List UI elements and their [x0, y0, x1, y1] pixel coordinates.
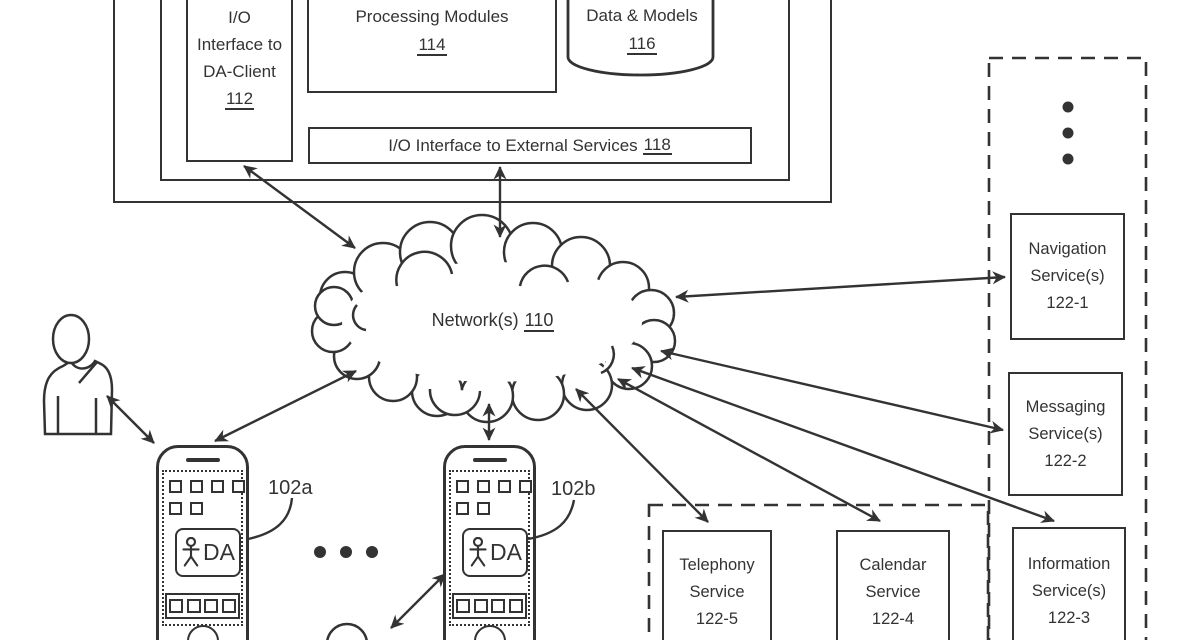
app-icon	[190, 480, 203, 493]
navigation-service-box: Navigation Service(s) 122-1	[1010, 213, 1125, 340]
phone-dock	[452, 593, 527, 619]
app-icon	[211, 480, 224, 493]
data-models-label-block: Data & Models 116	[572, 2, 712, 58]
home-button-icon	[473, 625, 506, 640]
vertical-ellipsis-icon	[1062, 101, 1074, 165]
smartphone-b: DA	[443, 445, 536, 640]
information-ref: 122-3	[1047, 608, 1091, 627]
io-interface-da-client-box: I/O Interface to DA-Client 112	[186, 0, 293, 162]
ref-118: 118	[642, 134, 672, 156]
phone-speaker-icon	[185, 458, 220, 462]
user-silhouette-icon	[42, 313, 114, 436]
ref-116: 116	[627, 34, 657, 55]
messaging-line1: Messaging	[1025, 397, 1106, 416]
external-services-dashed-panel	[987, 56, 1148, 640]
server-inner-box	[160, 0, 790, 181]
messaging-line2: Service(s)	[1028, 424, 1103, 443]
information-service-box: Information Service(s) 122-3	[1012, 527, 1126, 640]
calendar-service-box: Calendar Service 122-4	[836, 530, 950, 640]
stick-figure-icon	[182, 536, 200, 567]
app-icon	[232, 480, 245, 493]
database-cylinder-icon	[566, 0, 715, 77]
home-button-icon	[186, 625, 219, 640]
phone-b-ref-label: 102b	[551, 478, 596, 500]
app-icon	[477, 502, 490, 515]
io-da-client-line1: I/O	[228, 8, 251, 27]
io-interface-external-services-box: I/O Interface to External Services 118	[308, 127, 752, 164]
calendar-line2: Service	[865, 583, 921, 601]
dock-icon	[455, 599, 470, 613]
io-external-label: I/O Interface to External Services	[388, 135, 638, 155]
dock-icon	[204, 599, 219, 613]
telephony-line1: Telephony	[679, 556, 755, 574]
telephony-line2: Service	[689, 583, 745, 601]
dock-icon	[186, 599, 201, 613]
ref-112: 112	[224, 89, 255, 110]
ref-110: 110	[523, 310, 555, 332]
messaging-ref: 122-2	[1044, 451, 1087, 470]
dock-icon	[509, 599, 524, 613]
ref-114: 114	[417, 35, 447, 56]
user-head-icon	[326, 622, 368, 640]
network-label-block: Network(s) 110	[398, 310, 588, 332]
app-icon	[477, 480, 490, 493]
app-icon	[169, 502, 182, 515]
app-icon	[456, 480, 469, 493]
da-label-b: DA	[490, 539, 522, 565]
phone-screen: DA	[449, 470, 532, 626]
telephony-ref: 122-5	[695, 610, 739, 628]
dock-icon	[168, 599, 183, 613]
io-da-client-line2: Interface to	[196, 35, 283, 54]
horizontal-ellipsis-icon	[314, 546, 378, 558]
phone-a-ref-label: 102a	[268, 477, 313, 499]
dock-icon	[491, 599, 506, 613]
phone-dock	[165, 593, 240, 619]
messaging-service-box: Messaging Service(s) 122-2	[1008, 372, 1123, 496]
telephony-service-box: Telephony Service 122-5	[662, 530, 772, 640]
calendar-line1: Calendar	[859, 556, 927, 574]
cloud-icon	[310, 213, 677, 424]
smartphone-a: DA	[156, 445, 249, 640]
app-icon	[519, 480, 532, 493]
phone-screen: DA	[162, 470, 245, 626]
calendar-ref: 122-4	[871, 610, 915, 628]
processing-modules-label: Processing Modules	[355, 7, 509, 26]
da-app-box-b: DA	[462, 528, 528, 577]
data-models-label: Data & Models	[586, 6, 698, 25]
app-icon	[456, 502, 469, 515]
da-label-a: DA	[203, 539, 235, 565]
stick-figure-icon	[469, 536, 487, 567]
navigation-line1: Navigation	[1028, 240, 1107, 258]
phone-speaker-icon	[472, 458, 507, 462]
dock-icon	[222, 599, 237, 613]
app-icon	[190, 502, 203, 515]
app-icon	[498, 480, 511, 493]
io-da-client-line3: DA-Client	[203, 62, 276, 81]
network-label: Network(s)	[431, 310, 519, 330]
server-outer-box	[113, 0, 832, 203]
dock-icon	[473, 599, 488, 613]
processing-modules-box: Processing Modules 114	[307, 0, 557, 93]
app-icon	[169, 480, 182, 493]
da-app-box-a: DA	[175, 528, 241, 577]
navigation-ref: 122-1	[1046, 294, 1089, 312]
navigation-line2: Service(s)	[1030, 267, 1105, 285]
information-line2: Service(s)	[1031, 581, 1107, 600]
information-line1: Information	[1027, 554, 1111, 573]
